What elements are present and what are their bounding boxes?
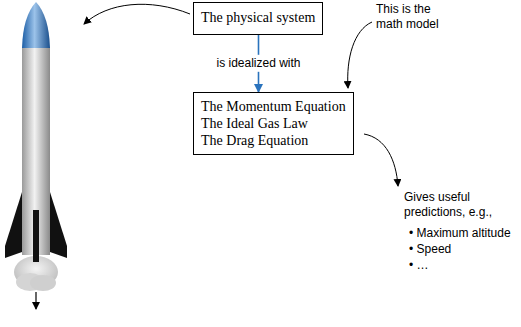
thrust-arrow [35,292,36,309]
exhaust-plume [30,275,56,291]
callout-note: Gives useful predictions, e.g., [404,190,504,220]
math-model-box: The Momentum EquationThe Ideal Gas LawTh… [193,92,354,155]
bullet-item: • Speed [409,242,517,257]
physical-system-box: The physical system [193,2,323,35]
leader-line [348,22,372,88]
connector-label: is idealized with [214,55,302,71]
box-text: The Ideal Gas Law [201,115,346,132]
box-text: The Drag Equation [201,132,346,149]
box-text: The physical system [201,10,315,27]
rocket-fin [50,192,67,258]
bullet-item: • … [409,258,517,273]
nose-cone [22,2,50,48]
box-text: The Momentum Equation [201,98,346,115]
rocket-fin [33,210,39,262]
bullet-item: • Maximum altitude [409,226,517,241]
leader-line [84,4,190,24]
leader-line [364,134,398,186]
callout-note: This is the math model [376,2,458,32]
rocket-fin [5,192,22,258]
